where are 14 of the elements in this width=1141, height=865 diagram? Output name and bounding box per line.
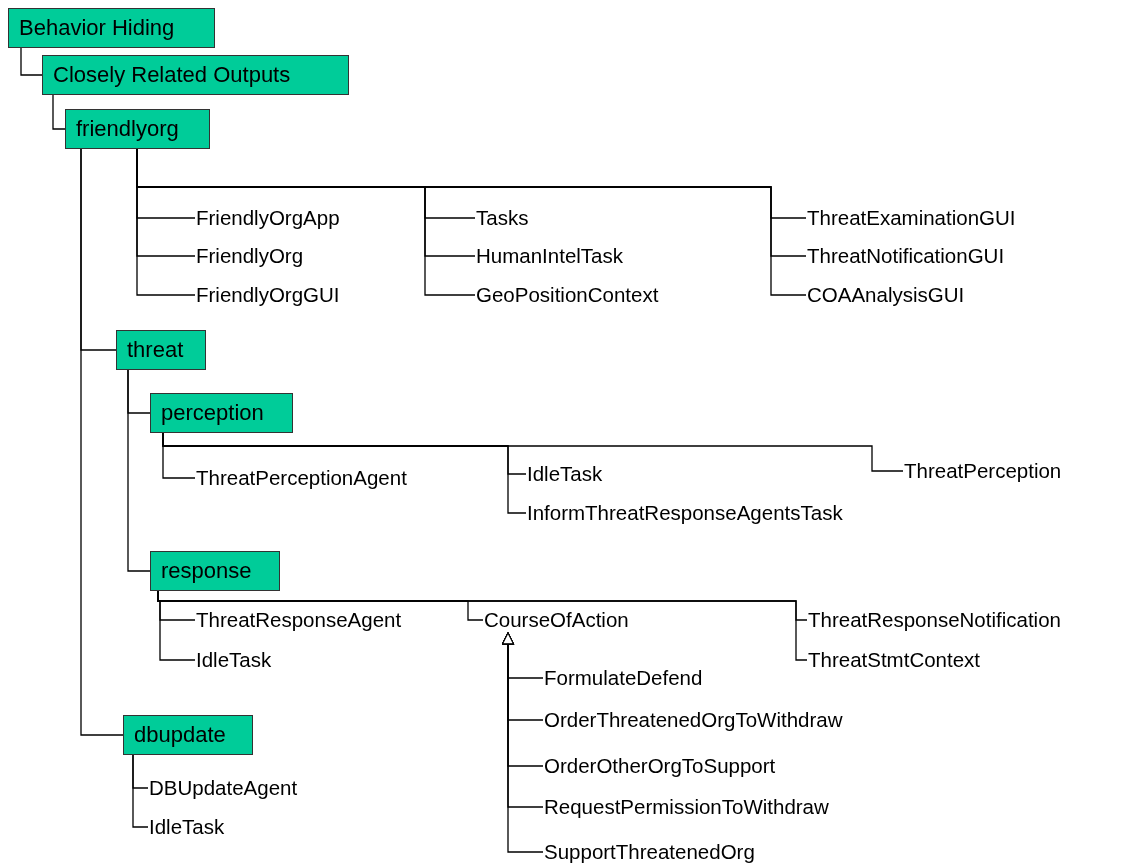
- tree-connector: [127, 369, 151, 572]
- tree-connector: [20, 47, 43, 76]
- package-box: dbupdate: [123, 715, 253, 755]
- tree-connector: [52, 94, 66, 130]
- package-box: friendlyorg: [65, 109, 210, 149]
- package-box: Behavior Hiding: [8, 8, 215, 48]
- package-box: threat: [116, 330, 206, 370]
- package-box: perception: [150, 393, 293, 433]
- tree-connector: [80, 148, 124, 736]
- package-box: response: [150, 551, 280, 591]
- package-box: Closely Related Outputs: [42, 55, 349, 95]
- tree-connector: [132, 754, 149, 828]
- tree-connector: [162, 432, 904, 472]
- inheritance-arrow: [502, 632, 544, 853]
